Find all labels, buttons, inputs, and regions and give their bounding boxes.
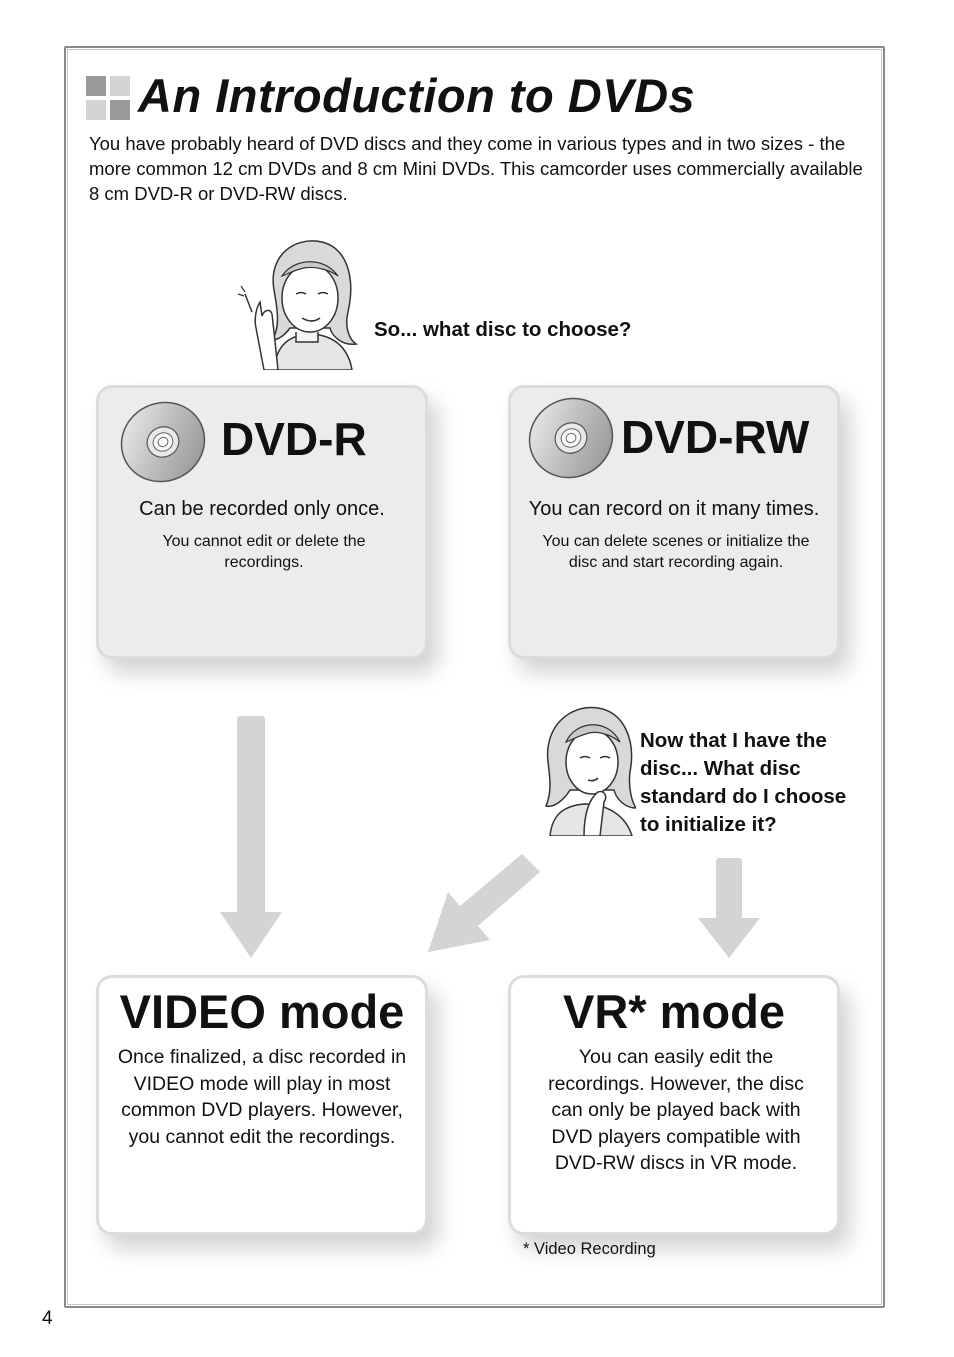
dvd-r-card: DVD-R Can be recorded only once. You can… [96, 385, 428, 659]
arrow-down-right-column [698, 858, 760, 958]
video-mode-description: Once finalized, a disc recorded in VIDEO… [117, 1046, 407, 1148]
page-title: An Introduction to DVDs [138, 69, 696, 122]
vr-mode-title: VR* mode [563, 985, 785, 1038]
disc-icon [120, 401, 206, 483]
title-squares-icon [86, 76, 130, 120]
dvd-r-title: DVD-R [221, 413, 367, 465]
page-number: 4 [42, 1308, 53, 1329]
intro-paragraph: You have probably heard of DVD discs and… [89, 133, 863, 204]
dvd-rw-card: DVD-RW You can record on it many times. … [508, 385, 840, 659]
vr-mode-description: You can easily edit the recordings. Howe… [548, 1046, 804, 1174]
disc-icon [528, 397, 614, 479]
question-disc-standard: Now that I have the disc... What disc st… [640, 729, 847, 836]
question-disc-choice: So... what disc to choose? [374, 318, 632, 341]
video-mode-title: VIDEO mode [119, 985, 405, 1038]
page-frame-inner [67, 49, 882, 1305]
dvd-rw-sub-text: You can delete scenes or initialize the … [542, 533, 810, 571]
dvd-rw-main-text: You can record on it many times. [528, 498, 820, 520]
arrow-diagonal-to-video-mode [428, 854, 540, 952]
vr-mode-card: VR* mode You can easily edit the recordi… [508, 975, 840, 1235]
girl-pointing-illustration [237, 240, 358, 370]
dvd-r-sub-text: You cannot edit or delete the recordings… [162, 533, 366, 571]
dvd-rw-title: DVD-RW [621, 411, 810, 463]
footnote: * Video Recording [523, 1240, 656, 1258]
video-mode-card: VIDEO mode Once finalized, a disc record… [96, 975, 428, 1235]
girl-thinking-illustration [544, 706, 636, 836]
page-frame [64, 46, 885, 1308]
dvd-r-main-text: Can be recorded only once. [139, 498, 385, 520]
arrow-down-left-column [220, 716, 282, 958]
